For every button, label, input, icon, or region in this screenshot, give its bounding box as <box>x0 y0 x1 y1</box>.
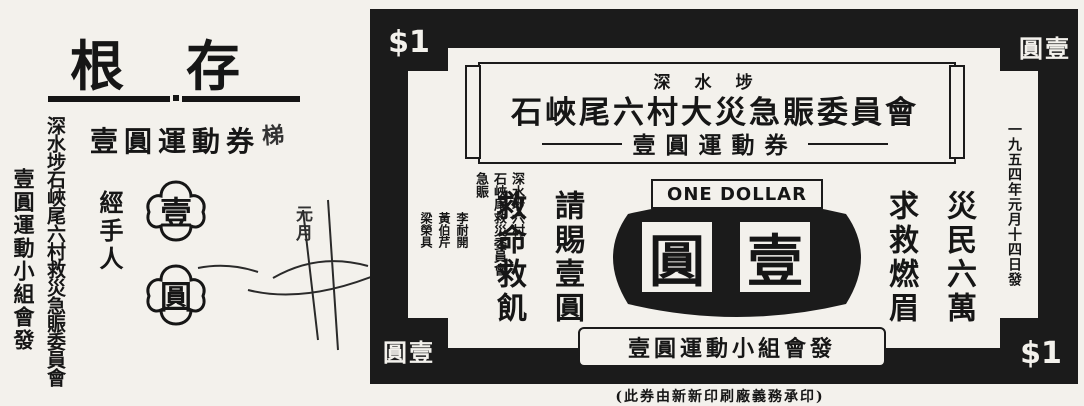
right-slogan-block: 災民六萬 求救燃眉 <box>878 190 980 326</box>
committee-line: 梁榮具 <box>419 212 433 248</box>
slogan-column: 求救燃眉 <box>883 190 918 326</box>
stub-flower-char-1: 壹 <box>159 194 192 232</box>
committee-line: 深水埗六村 <box>509 172 524 237</box>
stub-flower-badge-1: 壹 <box>141 176 211 246</box>
stub-title: 根存 <box>70 34 302 98</box>
corner-ornament-bottom-right <box>1000 318 1078 380</box>
left-slogan-block: 請賜壹圓 救命救飢 <box>486 190 588 326</box>
denomination-char-right: 壹 <box>740 222 810 295</box>
banner-title: 石峽尾六村大災急賑委員會 <box>511 95 919 131</box>
title-scroll-banner <box>478 62 956 164</box>
corner-value-top-left: $1 <box>388 24 430 60</box>
corner-value-bottom-right: $1 <box>1020 335 1062 371</box>
stub-subtitle: 壹圓運動券 <box>90 125 261 158</box>
one-dollar-label: ONE DOLLAR <box>651 179 823 209</box>
issuer-bottom-bar: 壹圓運動小組會發 <box>578 327 886 367</box>
corner-value-top-right: 圓壹 <box>1019 33 1071 63</box>
stub-issuer-column: 深水埗石峽尾六村救災急賑委員會 <box>44 116 66 386</box>
central-medallion-icon <box>613 201 861 317</box>
flower-frame-icon <box>146 180 206 242</box>
scroll-ends-icon <box>465 65 965 159</box>
stub-flower-badge-2: 圓 <box>141 260 211 330</box>
stub-divider <box>48 92 300 104</box>
committee-line: 李耐開 <box>455 212 469 248</box>
committee-line: 石峽尾救災委員會 <box>491 172 506 276</box>
stub-group-column: 壹圓運動小組會發 <box>11 168 36 352</box>
corner-ornament-bottom-left <box>370 318 448 380</box>
stub-flower-char-2: 圓 <box>159 278 192 316</box>
denomination-char-left: 圓 <box>642 222 712 295</box>
corner-ornament-top-right <box>1000 9 1078 71</box>
corner-value-bottom-left: 圓壹 <box>383 337 435 367</box>
committee-members-block: 深水埗六村 石峽尾救災委員會 急賑 李耐開 黃伯芹 梁榮具 <box>418 172 524 276</box>
printer-credit: (此券由新新印刷廠義務承印) <box>615 389 825 405</box>
handwritten-signature: 梯 <box>261 122 286 150</box>
banner-subtitle: 壹圓運動券 <box>632 132 798 159</box>
committee-line: 黃伯芹 <box>437 212 451 248</box>
hand-scribble-icon <box>197 199 389 351</box>
flower-frame-icon <box>146 264 206 326</box>
corner-ornament-top-left <box>370 9 448 71</box>
stub-handler-label: 經手人 <box>95 190 124 274</box>
handwritten-date: 元月 <box>292 205 312 243</box>
slogan-column: 災民六萬 <box>941 190 976 326</box>
slogan-column: 救命救飢 <box>491 190 526 326</box>
slogan-column: 請賜壹圓 <box>549 190 584 326</box>
issue-date: 一九五四年元月十四日發 <box>1006 122 1022 287</box>
banner-place-name: 深水埗 <box>653 73 777 93</box>
committee-line: 急賑 <box>473 172 488 198</box>
